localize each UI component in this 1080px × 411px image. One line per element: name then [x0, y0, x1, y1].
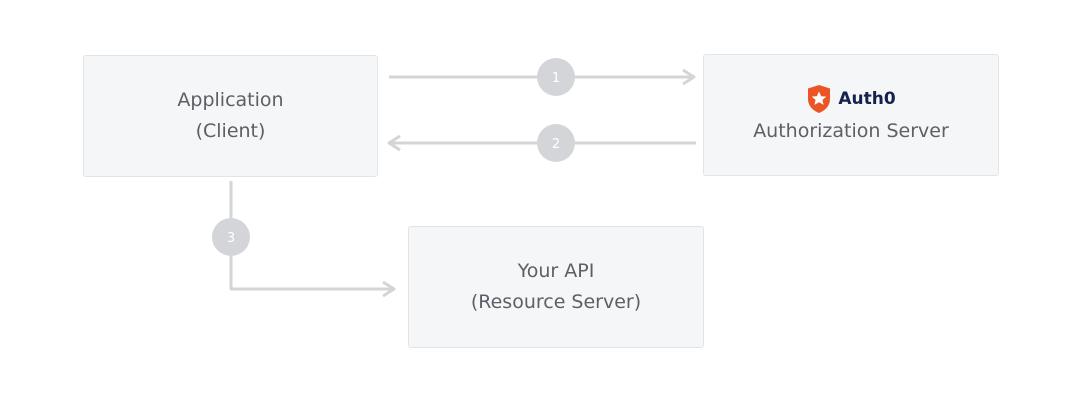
step-number-3: 3: [227, 231, 235, 246]
authorization-server-box: Auth0 Authorization Server: [703, 54, 999, 176]
arrow-step-3: [229, 181, 396, 298]
application-subtitle: (Client): [195, 120, 266, 142]
auth0-shield-icon: [808, 84, 831, 113]
resource-server-title: Your API: [517, 260, 595, 282]
step-badge-3: 3: [212, 218, 250, 256]
step-number-2: 2: [552, 137, 560, 152]
resource-server-subtitle: (Resource Server): [470, 291, 642, 313]
application-title: Application: [177, 89, 284, 111]
step-number-1: 1: [552, 71, 560, 86]
auth0-brand-name: Auth0: [838, 88, 896, 109]
resource-server-box: Your API (Resource Server): [408, 226, 704, 348]
auth0-brand: Auth0: [806, 84, 896, 114]
step-badge-1: 1: [537, 58, 575, 96]
step-badge-2: 2: [537, 124, 575, 162]
authorization-server-title: Authorization Server: [753, 119, 949, 142]
application-client-box: Application (Client): [83, 55, 378, 177]
